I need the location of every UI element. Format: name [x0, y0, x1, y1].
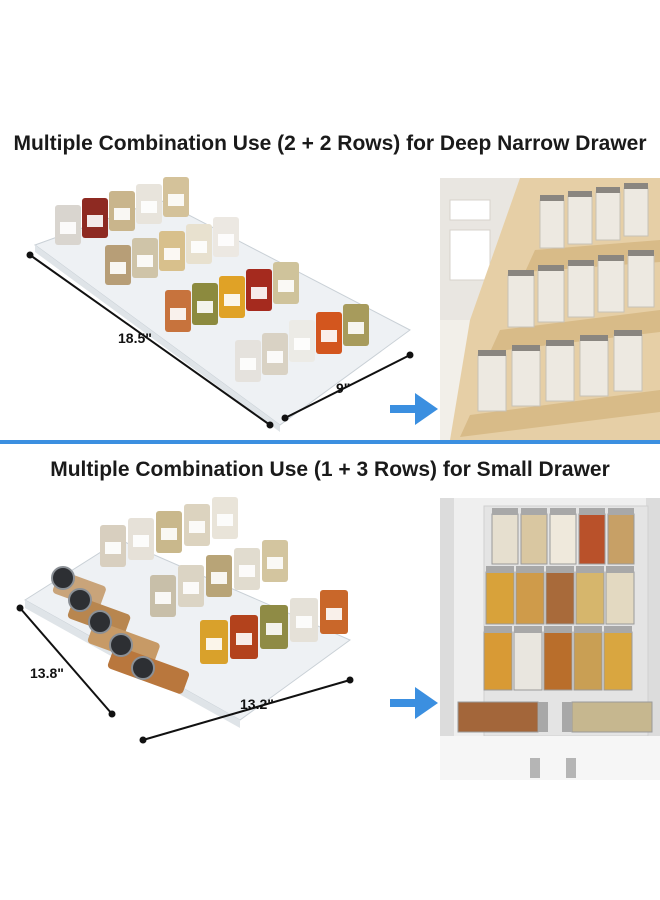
dimension-label-length: 18.5" — [118, 330, 152, 346]
dimension-line — [142, 679, 351, 741]
rack-illustration-bottom — [16, 497, 354, 744]
arrow-icon — [390, 687, 438, 719]
rack-illustration-top — [26, 177, 414, 432]
dimension-label-width: 9" — [336, 380, 351, 396]
section-2-heading: Multiple Combination Use (1 + 3 Rows) fo… — [50, 458, 610, 481]
arrow-icon — [390, 393, 438, 425]
dimension-label-depth: 13.8" — [30, 665, 64, 681]
dimension-line — [19, 607, 113, 715]
drawer-photo-bottom — [440, 498, 660, 780]
section-1-heading: Multiple Combination Use (2 + 2 Rows) fo… — [13, 132, 647, 155]
dimension-line — [29, 254, 271, 426]
section-divider — [0, 440, 660, 444]
dimension-label-width: 13.2" — [240, 696, 274, 712]
drawer-photo-top — [440, 178, 660, 440]
dimension-line — [284, 354, 411, 419]
